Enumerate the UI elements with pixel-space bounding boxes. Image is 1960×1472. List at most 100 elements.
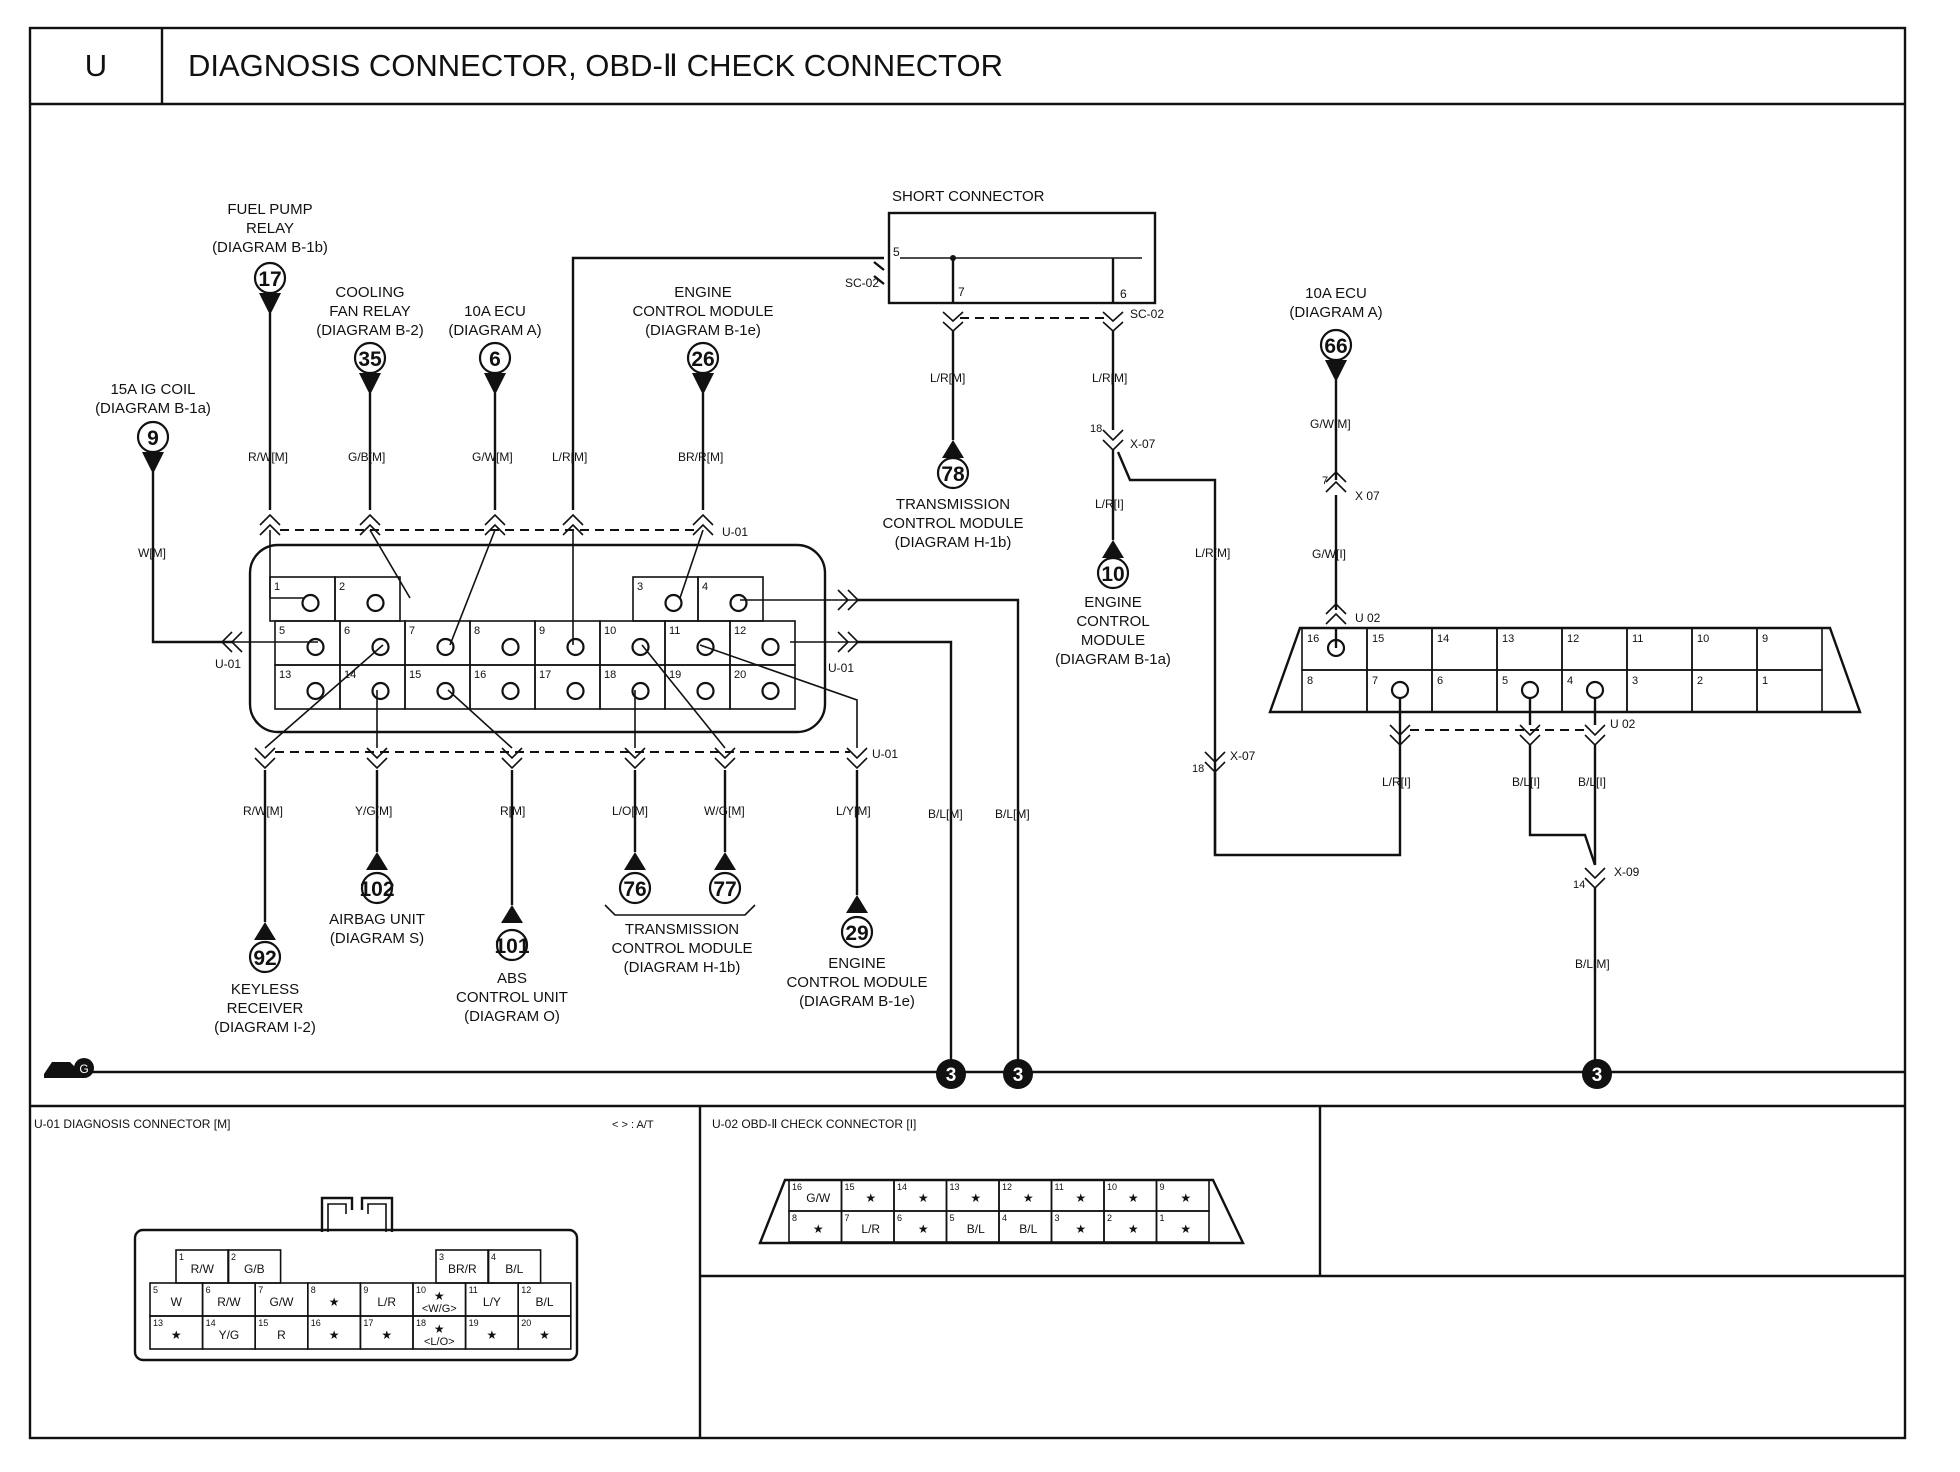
svg-text:15: 15 — [258, 1318, 268, 1328]
legend-u01-pin-11: 11L/Y — [464, 1282, 520, 1317]
u02-pin-9: 9 — [1756, 627, 1823, 671]
svg-text:15: 15 — [1372, 633, 1384, 645]
svg-text:<W/G>: <W/G> — [422, 1303, 457, 1315]
svg-text:8: 8 — [792, 1213, 797, 1223]
svg-text:U-01: U-01 — [215, 657, 241, 671]
svg-text:3: 3 — [946, 1065, 957, 1086]
u02-pin-12: 12 — [1561, 627, 1628, 671]
svg-text:13: 13 — [279, 669, 291, 681]
svg-text:7: 7 — [1372, 675, 1378, 687]
svg-text:R: R — [277, 1328, 286, 1342]
svg-text:R/W: R/W — [191, 1262, 215, 1276]
svg-text:76: 76 — [623, 878, 646, 901]
airbag-unit-ref — [360, 871, 394, 905]
svg-text:92: 92 — [253, 947, 276, 970]
svg-text:18: 18 — [416, 1318, 426, 1328]
svg-text:6: 6 — [206, 1285, 211, 1295]
svg-text:5: 5 — [153, 1285, 158, 1295]
svg-text:★: ★ — [1128, 1191, 1139, 1205]
svg-text:(DIAGRAM B-1e): (DIAGRAM B-1e) — [645, 322, 761, 339]
svg-text:10A ECU: 10A ECU — [464, 303, 526, 320]
legend-u01-pin-13: 13★ — [149, 1315, 204, 1350]
svg-text:29: 29 — [845, 922, 868, 945]
svg-text:6: 6 — [1437, 675, 1443, 687]
svg-text:G/W[I]: G/W[I] — [1312, 547, 1346, 561]
u02-pin-10: 10 — [1691, 627, 1758, 671]
svg-text:8: 8 — [474, 625, 480, 637]
svg-text:(DIAGRAM B-1a): (DIAGRAM B-1a) — [95, 400, 211, 417]
svg-text:13: 13 — [153, 1318, 163, 1328]
vehicle-ground-icon — [44, 1062, 84, 1078]
svg-text:L/R[M]: L/R[M] — [1195, 546, 1230, 560]
svg-text:11: 11 — [669, 625, 680, 637]
svg-text:7: 7 — [845, 1213, 850, 1223]
svg-text:W/G[M]: W/G[M] — [704, 804, 745, 818]
u01-pin-8: 8 — [469, 620, 536, 666]
svg-text:L/R[M]: L/R[M] — [1092, 371, 1127, 385]
svg-text:★: ★ — [1180, 1191, 1191, 1205]
svg-text:W: W — [171, 1295, 183, 1309]
svg-text:L/O[M]: L/O[M] — [612, 804, 648, 818]
legend-u02-pin-2: 2★ — [1103, 1210, 1158, 1243]
svg-text:10: 10 — [1697, 633, 1709, 645]
svg-text:12: 12 — [1002, 1182, 1012, 1192]
legend-u01-pin-8: 8★ — [306, 1282, 362, 1317]
svg-text:Y/G: Y/G — [219, 1328, 240, 1342]
legend-u01-pin-1: 1R/W — [175, 1249, 230, 1284]
svg-text:5: 5 — [279, 625, 285, 637]
svg-text:B/L: B/L — [1019, 1222, 1037, 1236]
legend-u02-pin-8: 8★ — [788, 1210, 843, 1243]
ecm-10-ref — [1096, 556, 1130, 590]
svg-text:★: ★ — [434, 1322, 445, 1336]
svg-text:3: 3 — [1592, 1065, 1603, 1086]
legend-u01-grid: 1R/W2G/B3BR/R4B/L5W6R/W7G/W8★9L/R10★<W/G… — [149, 1249, 572, 1350]
svg-text:(DIAGRAM H-1b): (DIAGRAM H-1b) — [624, 959, 741, 976]
page-title: DIAGNOSIS CONNECTOR, OBD-Ⅱ CHECK CONNECT… — [188, 48, 1003, 83]
legend-u01-pin-15: 15R — [254, 1315, 309, 1350]
svg-text:19: 19 — [469, 1318, 479, 1328]
svg-text:3: 3 — [637, 581, 643, 593]
legend-u01-pin-14: 14Y/G — [201, 1315, 257, 1350]
u02-pin-8: 8 — [1301, 669, 1368, 713]
u01-pin-7: 7 — [404, 620, 471, 666]
legend-u01-pin-20: 20★ — [517, 1315, 572, 1350]
svg-text:BR/R[M]: BR/R[M] — [678, 450, 723, 464]
svg-text:U 02: U 02 — [1610, 717, 1636, 731]
svg-text:KEYLESS: KEYLESS — [231, 981, 299, 998]
svg-text:1: 1 — [1160, 1213, 1165, 1223]
svg-text:RECEIVER: RECEIVER — [227, 1000, 304, 1017]
svg-text:9: 9 — [147, 427, 159, 450]
svg-text:12: 12 — [1567, 633, 1579, 645]
legend-u01-pin-19: 19★ — [464, 1315, 520, 1350]
sc-02-right-label: SC-02 — [1130, 307, 1164, 321]
svg-text:10: 10 — [604, 625, 616, 637]
svg-text:101: 101 — [494, 935, 529, 958]
u01-pin-17: 17 — [534, 664, 601, 710]
u01-pin-3: 3 — [632, 576, 699, 622]
svg-text:4: 4 — [702, 581, 708, 593]
svg-text:9: 9 — [1762, 633, 1768, 645]
svg-text:4: 4 — [1567, 675, 1573, 687]
svg-text:(DIAGRAM A): (DIAGRAM A) — [1289, 304, 1382, 321]
svg-text:U-01: U-01 — [872, 747, 898, 761]
svg-text:B/L[I]: B/L[I] — [1578, 775, 1606, 789]
legend-u02-pin-3: 3★ — [1050, 1210, 1105, 1243]
svg-text:B/L[M]: B/L[M] — [928, 807, 963, 821]
svg-text:★: ★ — [381, 1328, 392, 1342]
legend-u01-pin-17: 17★ — [359, 1315, 414, 1350]
svg-text:AIRBAG UNIT: AIRBAG UNIT — [329, 911, 425, 928]
svg-text:ENGINE: ENGINE — [1084, 594, 1142, 611]
legend-u01-pin-4: 4B/L — [487, 1249, 542, 1284]
svg-text:12: 12 — [521, 1285, 531, 1295]
svg-text:FAN RELAY: FAN RELAY — [329, 303, 410, 320]
svg-text:35: 35 — [358, 348, 382, 371]
svg-text:B/L[I]: B/L[I] — [1512, 775, 1540, 789]
u01-pin-14: 14 — [339, 664, 406, 710]
svg-text:B/L: B/L — [505, 1262, 523, 1276]
u01-pin-15: 15 — [404, 664, 471, 710]
svg-text:18: 18 — [1192, 763, 1204, 775]
svg-text:CONTROL MODULE: CONTROL MODULE — [882, 515, 1023, 532]
svg-text:CONTROL UNIT: CONTROL UNIT — [456, 989, 568, 1006]
legend-u01-pin-12: 12B/L — [517, 1282, 572, 1317]
